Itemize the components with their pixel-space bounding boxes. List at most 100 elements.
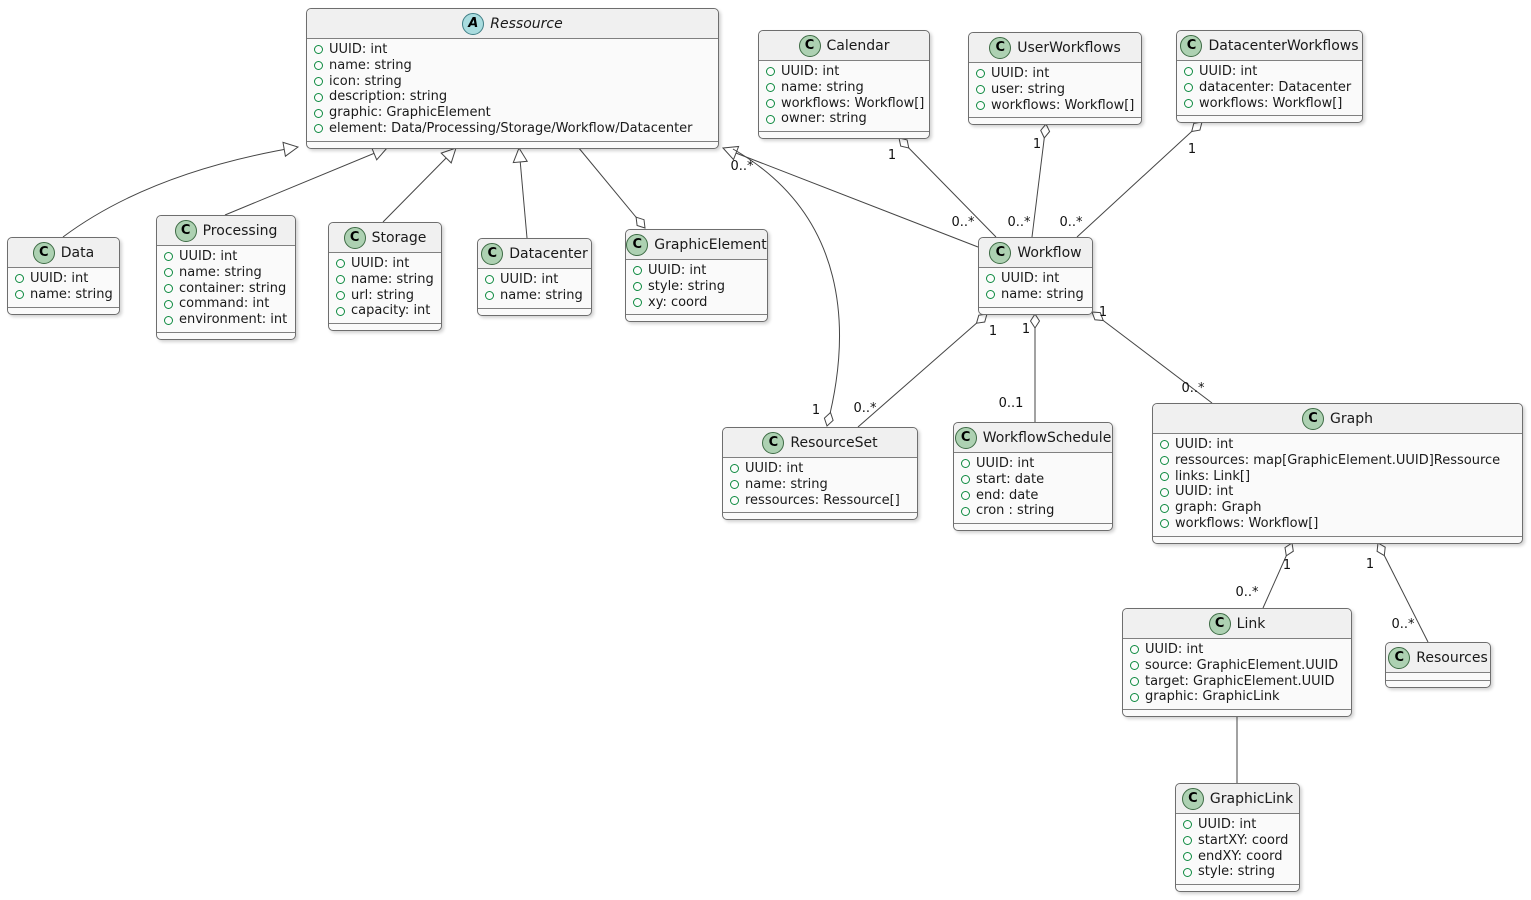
class-title: Data — [60, 244, 95, 261]
multiplicity-label: 1 — [888, 148, 896, 163]
attribute-text: UUID: int — [329, 42, 388, 57]
multiplicity-label: 1 — [989, 324, 997, 339]
association-line — [1031, 123, 1047, 238]
class-stereotype-icon: C — [174, 219, 197, 242]
attributes-compartment — [1386, 673, 1490, 680]
edge-ressource-graphicelement — [577, 146, 646, 229]
methods-compartment — [954, 523, 1112, 531]
attribute-text: graphic: GraphicElement — [329, 105, 491, 121]
association-line — [224, 147, 388, 216]
association-line — [732, 148, 840, 427]
association-line — [857, 313, 988, 428]
attribute-text: name: string — [329, 57, 412, 73]
field-visibility-icon — [485, 275, 494, 285]
methods-compartment — [157, 331, 295, 339]
field-visibility-icon — [961, 490, 970, 500]
attribute: url: string — [336, 288, 434, 304]
attribute: UUID: int — [986, 271, 1085, 287]
attribute-text: name: string — [745, 476, 828, 492]
association-line — [898, 137, 997, 238]
attribute: UUID: int — [766, 64, 922, 80]
edge-workflow-aggregates-workflowschedule: 10..1 — [999, 313, 1041, 422]
multiplicity-label: 1 — [1366, 557, 1374, 572]
class-header: C Calendar — [759, 31, 929, 61]
field-visibility-icon — [976, 69, 985, 79]
attribute: owner: string — [766, 111, 922, 127]
attribute: datacenter: Datacenter — [1184, 80, 1355, 96]
field-visibility-icon — [164, 252, 173, 262]
attribute-text: UUID: int — [1001, 271, 1060, 286]
attribute-text: graph: Graph — [1175, 500, 1262, 516]
field-visibility-icon — [766, 83, 775, 93]
multiplicity-label: 1 — [1022, 322, 1030, 337]
class-title: GraphicLink — [1209, 790, 1294, 807]
attribute-text: icon: string — [329, 73, 402, 89]
attribute-text: UUID: int — [1145, 642, 1204, 657]
attribute-text: name: string — [351, 271, 434, 287]
attribute-text: UUID: int — [1199, 64, 1258, 79]
attribute: end: date — [961, 488, 1105, 504]
multiplicity-label: 0..* — [1235, 585, 1259, 600]
class-stereotype-icon: C — [343, 226, 366, 249]
class-stereotype-icon: C — [32, 241, 55, 264]
class-stereotype-icon: C — [1180, 34, 1203, 57]
class-title: Workflow — [1017, 244, 1082, 261]
attribute: name: string — [314, 58, 711, 74]
field-visibility-icon — [1160, 519, 1169, 529]
multiplicity-label: 0..* — [1391, 617, 1415, 632]
field-visibility-icon — [314, 124, 323, 134]
attribute: name: string — [336, 272, 434, 288]
class-stereotype-icon: C — [762, 431, 785, 454]
field-visibility-icon — [1130, 676, 1139, 686]
attribute: name: string — [730, 477, 910, 493]
attribute-text: endXY: coord — [1198, 848, 1283, 864]
class-title: Graph — [1330, 410, 1373, 427]
field-visibility-icon — [766, 67, 775, 77]
methods-compartment — [759, 131, 929, 139]
methods-compartment — [723, 512, 917, 520]
attribute: UUID: int — [1160, 484, 1515, 500]
attribute: name: string — [164, 265, 288, 281]
attribute: xy: coord — [633, 295, 760, 311]
attribute: name: string — [485, 288, 584, 304]
field-visibility-icon — [1184, 83, 1193, 93]
attribute-text: UUID: int — [30, 271, 89, 286]
attribute-text: style: string — [648, 278, 726, 294]
class-title: ResourceSet — [790, 434, 878, 451]
attributes-compartment: UUID: int ressources: map[GraphicElement.… — [1153, 434, 1522, 536]
edge-workflow-aggregates-graph: 10..* — [1091, 305, 1213, 404]
multiplicity-label: 0..* — [1007, 215, 1031, 230]
attribute: ressources: map[GraphicElement.UUID]Ress… — [1160, 453, 1515, 469]
field-visibility-icon — [314, 92, 323, 102]
class-stereotype-icon: C — [1302, 407, 1325, 430]
attribute-text: name: string — [179, 264, 262, 280]
aggregation-diamond-icon — [975, 313, 988, 324]
abstract-stereotype-icon: A — [462, 12, 485, 35]
field-visibility-icon — [485, 291, 494, 301]
field-visibility-icon — [961, 475, 970, 485]
class-header: C WorkflowSchedule — [954, 423, 1112, 453]
association-line — [577, 146, 646, 229]
class-header: C Graph — [1153, 404, 1522, 434]
field-visibility-icon — [633, 282, 642, 292]
attribute: UUID: int — [633, 263, 760, 279]
field-visibility-icon — [1183, 867, 1192, 877]
attribute-text: UUID: int — [500, 272, 559, 287]
class-title: Ressource — [490, 15, 563, 32]
attribute: UUID: int — [1184, 64, 1355, 80]
association-line — [1377, 542, 1429, 643]
edge-calendar-aggregates-workflow: 10..* — [888, 137, 997, 238]
methods-compartment — [1386, 680, 1490, 687]
field-visibility-icon — [164, 299, 173, 309]
methods-compartment — [626, 314, 767, 322]
attribute-text: cron : string — [976, 503, 1055, 519]
attribute: workflows: Workflow[] — [1184, 96, 1355, 112]
field-visibility-icon — [986, 274, 995, 284]
field-visibility-icon — [1130, 692, 1139, 702]
class-header: C Data — [8, 238, 119, 268]
field-visibility-icon — [976, 85, 985, 95]
